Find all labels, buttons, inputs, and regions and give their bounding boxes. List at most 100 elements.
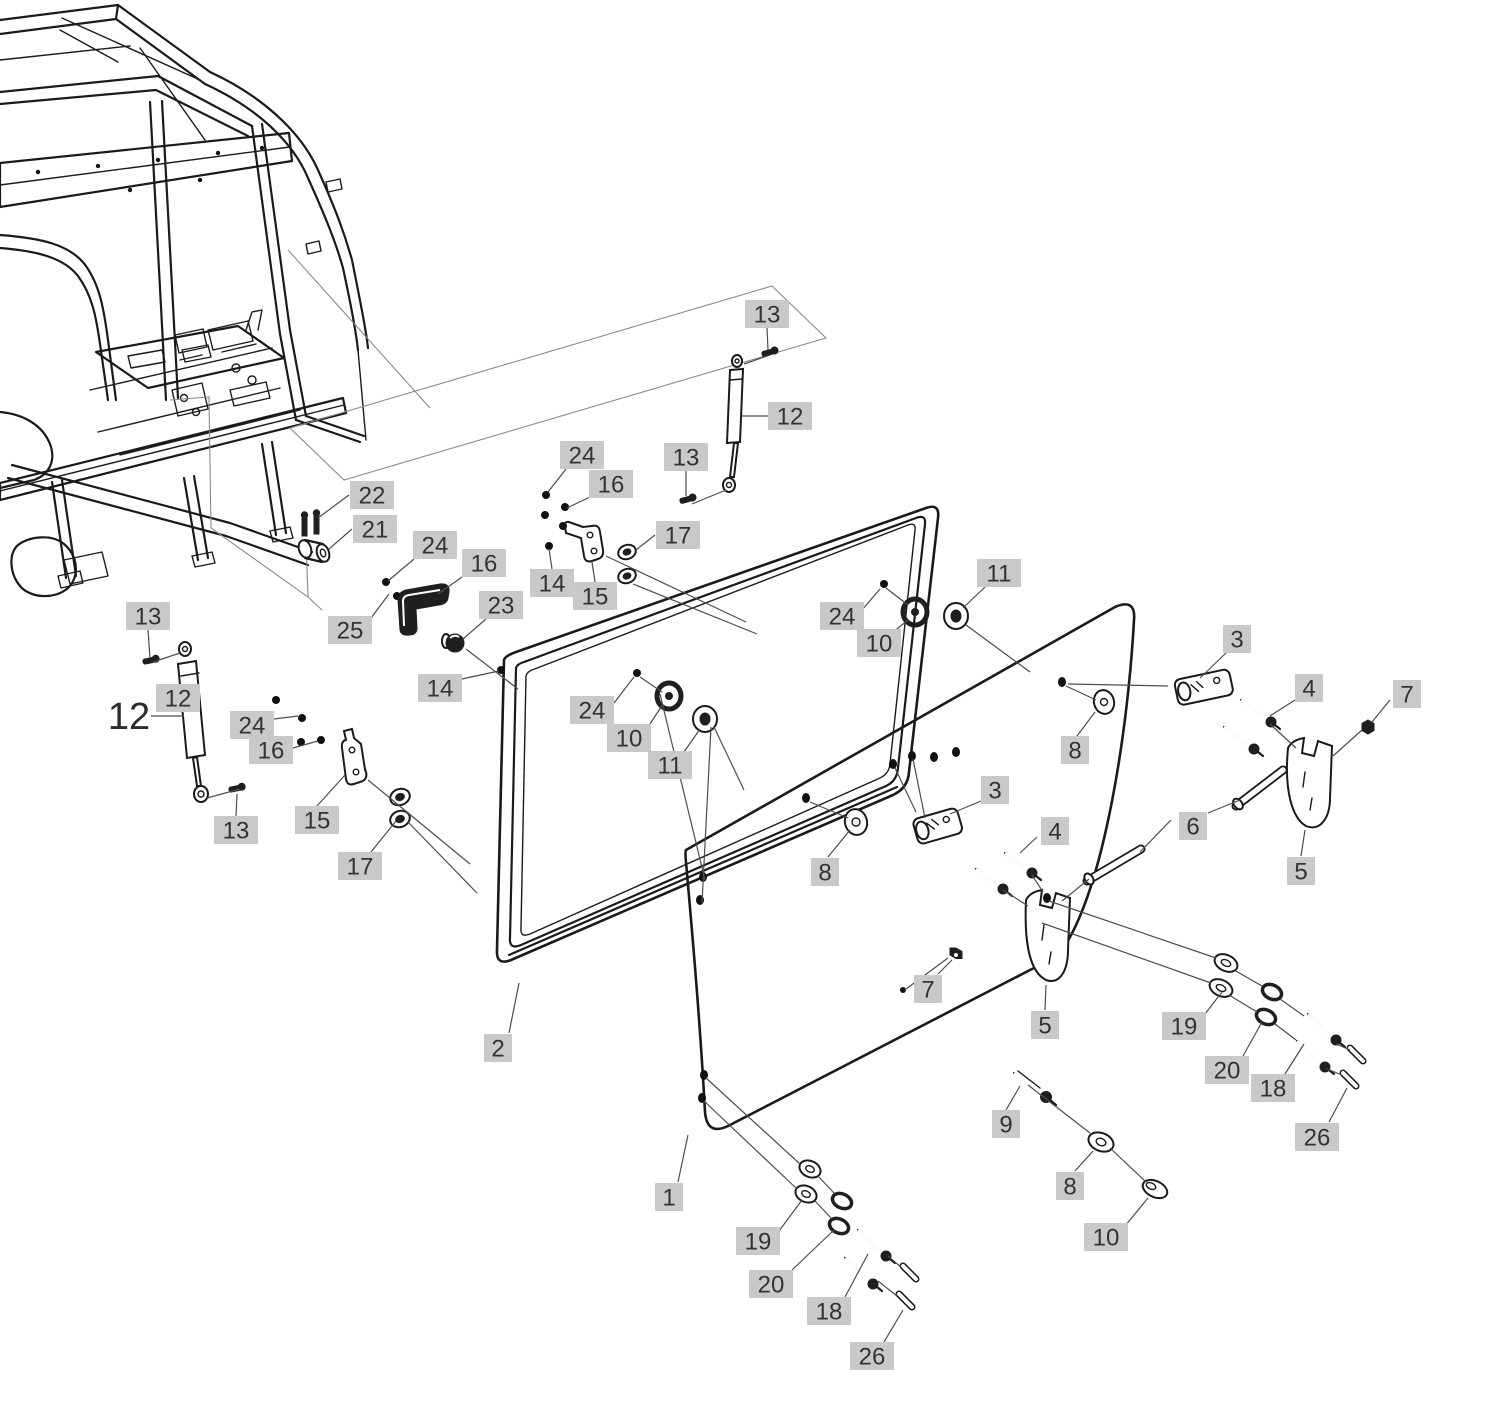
callout-7: 7 bbox=[1393, 680, 1421, 709]
pin-6 bbox=[1082, 844, 1146, 886]
callout-number: 5 bbox=[1038, 1013, 1051, 1040]
callout-16: 16 bbox=[249, 736, 293, 765]
callout-11: 11 bbox=[648, 751, 692, 780]
washers-and-grommets bbox=[389, 543, 1169, 1200]
washer-stack-left bbox=[794, 1159, 920, 1311]
hinge-bracket-bottom bbox=[912, 807, 963, 845]
callout-number: 20 bbox=[1214, 1058, 1241, 1085]
door-glass-panel bbox=[684, 603, 1136, 1131]
callout-box bbox=[1061, 736, 1089, 764]
callout-box bbox=[648, 751, 692, 779]
callout-10: 10 bbox=[857, 629, 901, 658]
callout-box bbox=[328, 616, 372, 644]
callout-14: 14 bbox=[418, 674, 462, 703]
callout-box bbox=[479, 591, 523, 619]
callout-number: 16 bbox=[598, 472, 625, 499]
callout-box bbox=[353, 515, 397, 543]
callout-number: 13 bbox=[135, 604, 162, 631]
callout-box bbox=[156, 684, 200, 712]
callout-13: 13 bbox=[214, 816, 258, 845]
callout-box bbox=[350, 481, 394, 509]
callout-13: 13 bbox=[664, 443, 708, 472]
reference-plane-lines bbox=[169, 249, 828, 611]
callout-box bbox=[992, 1110, 1020, 1138]
callout-12: 12 bbox=[768, 402, 812, 431]
callout-number: 13 bbox=[673, 445, 700, 472]
callout-12: 12 bbox=[108, 696, 150, 738]
callout-box bbox=[914, 975, 942, 1003]
pin-26 bbox=[895, 1290, 916, 1311]
callout-25: 25 bbox=[328, 616, 372, 645]
callout-number: 26 bbox=[859, 1344, 886, 1371]
callout-18: 18 bbox=[807, 1297, 851, 1326]
callout-number: 8 bbox=[818, 860, 831, 887]
hinge-bolts bbox=[974, 698, 1282, 898]
callout-number: 11 bbox=[987, 561, 1012, 588]
hinge-cover-top bbox=[1285, 736, 1334, 829]
callout-box bbox=[295, 806, 339, 834]
callout-number: 17 bbox=[347, 854, 374, 881]
callout-24: 24 bbox=[560, 441, 604, 470]
grab-handle bbox=[397, 583, 450, 636]
callout-number: 3 bbox=[1230, 627, 1243, 654]
callout-box bbox=[418, 674, 462, 702]
callout-22: 22 bbox=[350, 481, 394, 510]
callout-box bbox=[1179, 812, 1207, 840]
callout-4: 4 bbox=[1041, 817, 1069, 846]
bushing bbox=[297, 538, 331, 564]
callout-number: 24 bbox=[422, 533, 449, 560]
callout-number: 19 bbox=[1171, 1014, 1198, 1041]
callout-box bbox=[820, 602, 864, 630]
stud-bolts bbox=[300, 509, 321, 537]
bolt-18 bbox=[856, 1228, 897, 1265]
callout-19: 19 bbox=[736, 1227, 780, 1256]
callout-number: 5 bbox=[1294, 859, 1307, 886]
callout-number: 17 bbox=[665, 523, 692, 550]
callout-box bbox=[736, 1227, 780, 1255]
callout-17: 17 bbox=[656, 521, 700, 550]
leader-lines bbox=[147, 327, 1391, 1343]
callout-number: 14 bbox=[427, 676, 454, 703]
callout-number: 3 bbox=[988, 778, 1001, 805]
callout-26: 26 bbox=[850, 1342, 894, 1371]
callout-box bbox=[338, 852, 382, 880]
bolt-4 bbox=[1003, 851, 1043, 882]
gas-strut-left bbox=[176, 641, 209, 803]
callout-number: 24 bbox=[829, 604, 856, 631]
callout-number: 8 bbox=[1063, 1174, 1076, 1201]
callout-number: 12 bbox=[165, 686, 192, 713]
pin-6 bbox=[1231, 765, 1288, 811]
callout-box bbox=[126, 602, 170, 630]
callout-20: 20 bbox=[1205, 1056, 1249, 1085]
callout-9: 9 bbox=[992, 1110, 1020, 1139]
callout-number: 15 bbox=[304, 808, 331, 835]
callout-number: 14 bbox=[539, 571, 566, 598]
callout-box bbox=[573, 582, 617, 610]
callout-box bbox=[745, 300, 789, 328]
bolt-4 bbox=[1239, 698, 1282, 731]
callout-2: 2 bbox=[484, 1034, 512, 1063]
callout-8: 8 bbox=[811, 858, 839, 887]
hinge-cover-bottom bbox=[1024, 888, 1072, 982]
callout-number: 10 bbox=[1093, 1225, 1120, 1252]
callout-number: 22 bbox=[359, 483, 386, 510]
screw-dots bbox=[272, 491, 906, 993]
callout-7: 7 bbox=[914, 975, 942, 1004]
callout-box bbox=[749, 1270, 793, 1298]
callout-4: 4 bbox=[1295, 674, 1323, 703]
callout-21: 21 bbox=[353, 515, 397, 544]
callout-box bbox=[811, 858, 839, 886]
hinge-nuts bbox=[949, 719, 1375, 959]
callout-10: 10 bbox=[607, 724, 651, 753]
callout-number: 7 bbox=[921, 977, 934, 1004]
pin-26 bbox=[1346, 1044, 1367, 1065]
lock-knob bbox=[441, 633, 465, 653]
callout-8: 8 bbox=[1061, 736, 1089, 765]
callout-box bbox=[807, 1297, 851, 1325]
callout-number: 11 bbox=[658, 753, 683, 780]
callout-box bbox=[1295, 674, 1323, 702]
callout-box bbox=[607, 724, 651, 752]
callout-24: 24 bbox=[570, 696, 614, 725]
